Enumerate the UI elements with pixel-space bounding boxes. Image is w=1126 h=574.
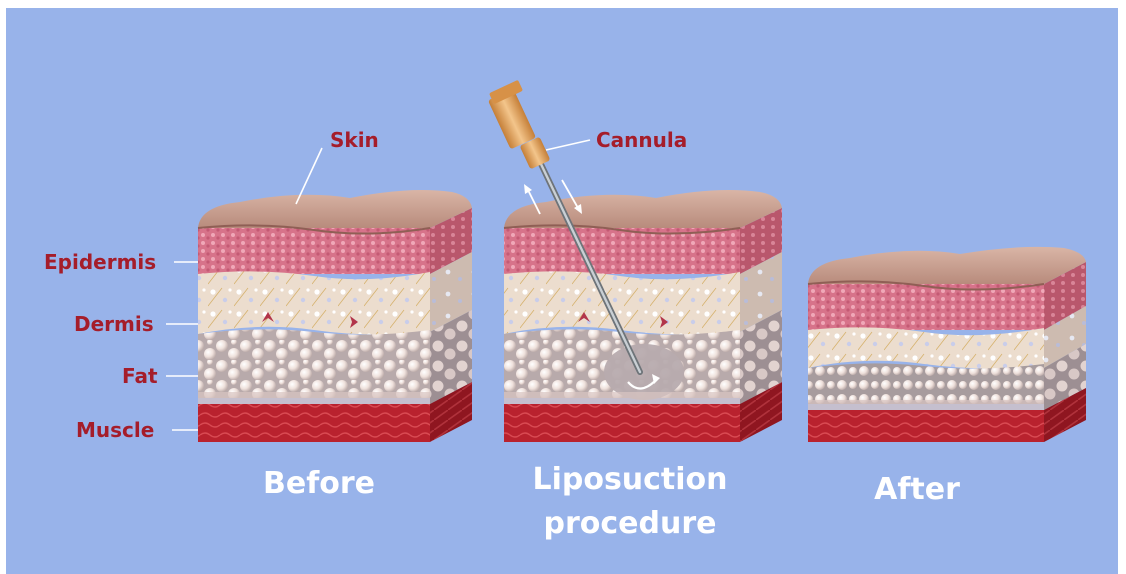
label-dermis: Dermis bbox=[74, 312, 154, 336]
procedure-skin-surface bbox=[504, 190, 782, 228]
label-epidermis: Epidermis bbox=[44, 250, 156, 274]
after-muscle-layer bbox=[808, 410, 1044, 442]
procedure-skin-block bbox=[504, 190, 782, 442]
label-muscle: Muscle bbox=[76, 418, 154, 442]
caption-before: Before bbox=[244, 466, 394, 502]
before-muscle-layer bbox=[198, 404, 430, 442]
after-epidermis-layer bbox=[808, 284, 1044, 330]
label-skin: Skin bbox=[330, 128, 379, 152]
caption-procedure-line2: procedure bbox=[520, 506, 740, 542]
procedure-epidermis-layer bbox=[504, 228, 740, 274]
label-fat: Fat bbox=[122, 364, 158, 388]
after-skin-surface bbox=[808, 247, 1086, 284]
caption-procedure-line1: Liposuction bbox=[520, 462, 740, 498]
caption-after: After bbox=[852, 472, 982, 508]
before-dermis-layer bbox=[198, 271, 430, 334]
procedure-muscle-layer bbox=[504, 404, 740, 442]
motion-arrow-icon bbox=[524, 184, 532, 194]
before-fat-layer bbox=[198, 329, 430, 398]
label-cannula: Cannula bbox=[596, 128, 687, 152]
before-skin-surface bbox=[198, 190, 472, 228]
before-skin-block bbox=[198, 190, 472, 442]
after-skin-block bbox=[808, 247, 1086, 442]
cannula-leader-line bbox=[546, 140, 590, 150]
procedure-dermis-layer bbox=[504, 271, 740, 334]
after-dermis-layer bbox=[808, 327, 1044, 368]
suction-cavity bbox=[604, 344, 684, 400]
before-epidermis-layer bbox=[198, 228, 430, 274]
after-fat-layer bbox=[808, 363, 1044, 404]
